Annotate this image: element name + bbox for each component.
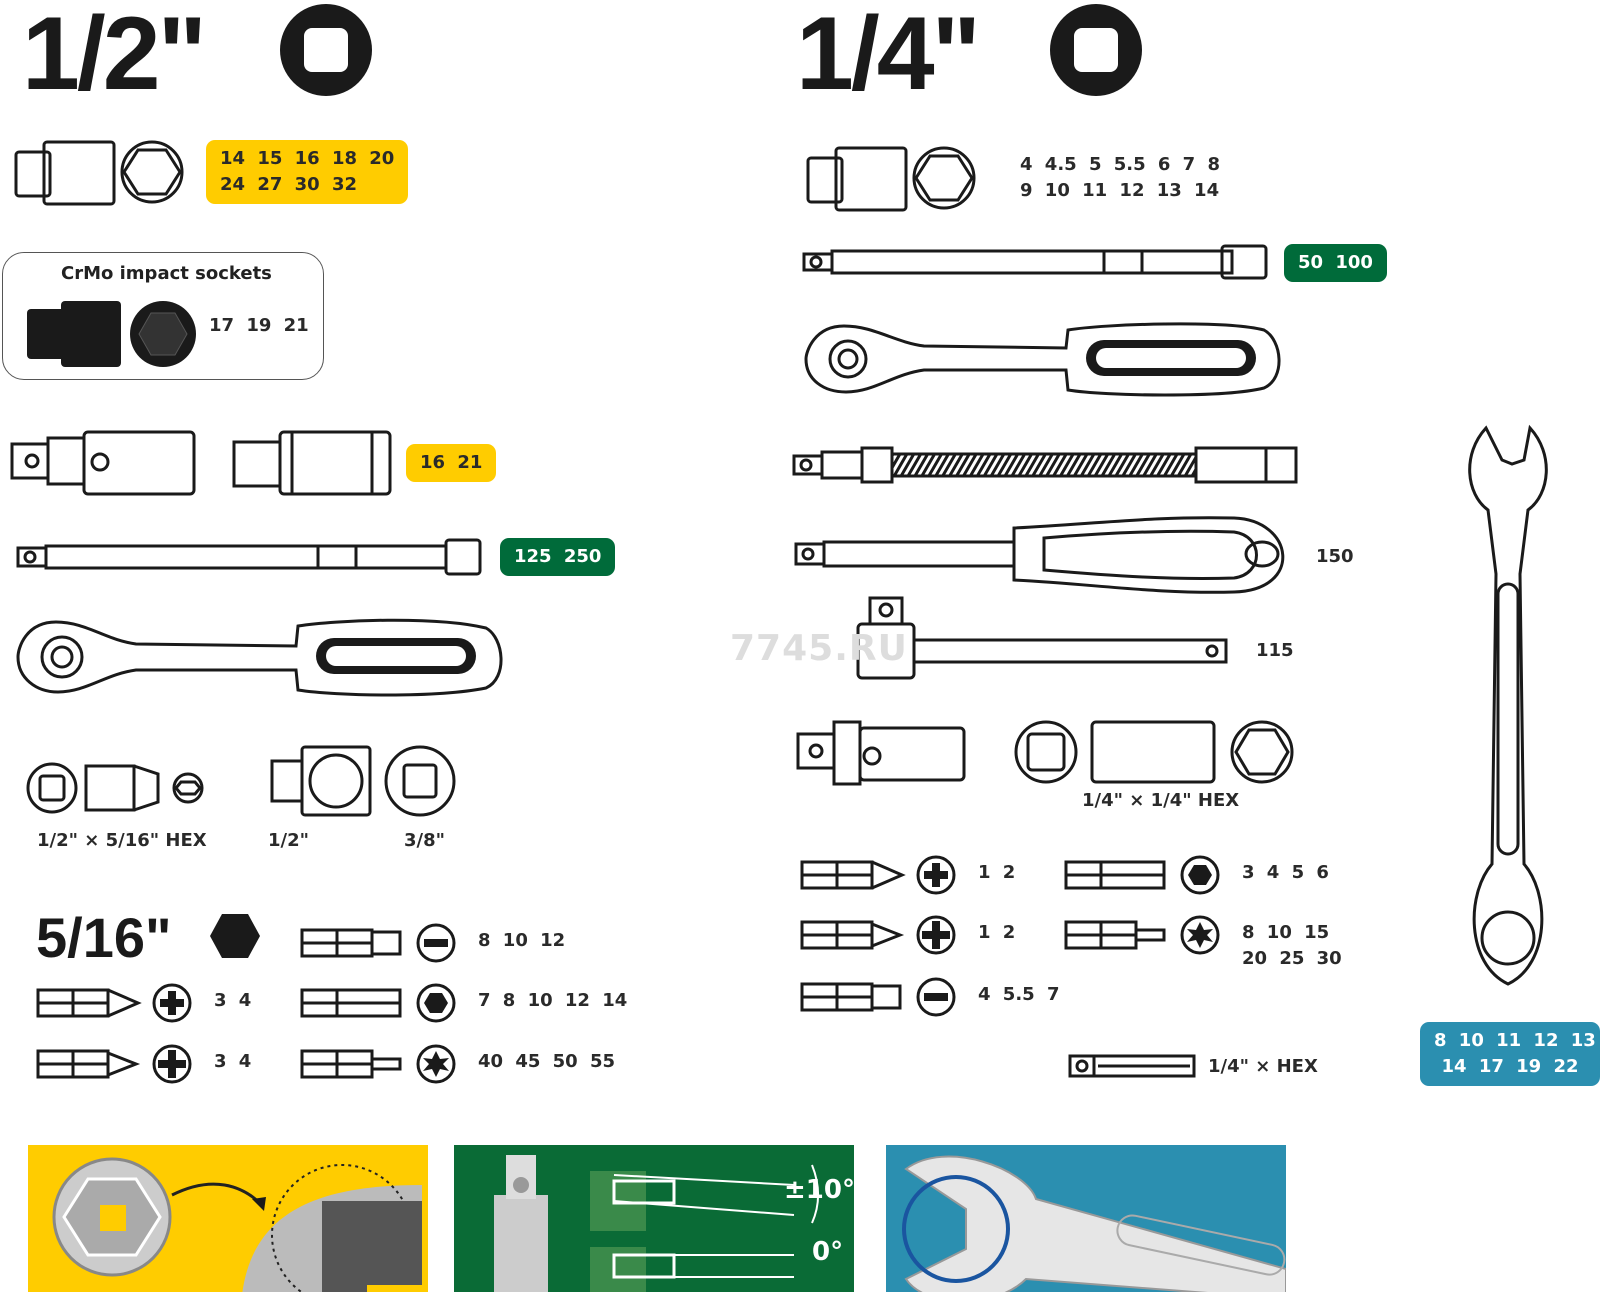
bit-torx-icon — [1064, 915, 1220, 955]
combination-wrench-icon — [1468, 424, 1548, 986]
square-drive-icon — [280, 4, 372, 96]
reducer-label-b: 3/8" — [404, 830, 446, 851]
swivel-angle-illustration — [494, 1155, 819, 1292]
quarter-inch-title: 1/4" — [796, 0, 981, 112]
universal-joint-adapter-icon — [796, 720, 1294, 786]
reducer-label-a: 1/2" — [268, 830, 310, 851]
bit-phillips-icon — [36, 983, 192, 1023]
bit-hex-icon — [1064, 855, 1220, 895]
slotted-sizes: 8 10 12 — [478, 930, 566, 951]
hex-bit-sizes: 7 8 10 12 14 — [478, 990, 628, 1011]
t-bar-size: 115 — [1256, 640, 1294, 661]
wrench-sizes: 8 10 11 12 13 14 17 19 22 — [1420, 1022, 1600, 1086]
torx-sizes: 40 45 50 55 — [478, 1051, 615, 1072]
bit-pozidriv-icon — [800, 915, 956, 955]
t-bar-icon — [856, 596, 1228, 680]
pozidriv-sizes: 3 4 — [214, 1051, 252, 1072]
square-drive-icon — [1050, 4, 1142, 96]
quarter-pozidriv-sizes: 1 2 — [978, 922, 1016, 943]
quarter-hex-sizes: 3 4 5 6 — [1242, 862, 1329, 883]
extension-bar-icon — [802, 244, 1268, 280]
quarter-inch-extension-sizes: 50 100 — [1284, 244, 1387, 282]
quarter-inch-socket-sizes: 4 4.5 5 5.5 6 7 8 9 10 11 12 13 14 — [1020, 154, 1220, 201]
bit-phillips-icon — [800, 855, 956, 895]
swivel-angle-zero: 0° — [812, 1237, 844, 1267]
feature-panel-wrench-jaw — [886, 1145, 1286, 1292]
hex-adapter-icon — [26, 762, 204, 814]
quarter-torx-sizes: 8 10 15 20 25 30 — [1242, 922, 1342, 969]
flexible-extension-icon — [792, 446, 1298, 484]
hex-adapter-label: 1/2" × 5/16" HEX — [37, 830, 207, 851]
impact-socket-icon — [27, 301, 196, 367]
impact-sockets-box: CrMo impact sockets 17 19 21 — [2, 252, 324, 380]
hex-drive-icon — [210, 914, 260, 958]
bit-holder-icon — [1068, 1054, 1196, 1078]
bit-slotted-icon — [300, 923, 456, 963]
watermark: 7745.RU — [730, 628, 908, 669]
screwdriver-handle-icon — [794, 516, 1285, 594]
bit-pozidriv-icon — [36, 1044, 192, 1084]
five-sixteenth-title: 5/16" — [36, 906, 172, 969]
half-inch-socket-sizes: 14 15 16 18 20 24 27 30 32 — [206, 140, 409, 204]
socket-icon — [14, 140, 184, 206]
bit-hex-icon — [300, 983, 456, 1023]
socket-icon — [806, 146, 976, 212]
bit-torx-icon — [300, 1044, 456, 1084]
deep-socket-icon — [232, 430, 392, 496]
universal-joint-icon — [10, 430, 196, 496]
ratchet-icon — [16, 618, 503, 697]
quarter-slotted-sizes: 4 5.5 7 — [978, 984, 1060, 1005]
reducer-adapter-icon — [270, 745, 456, 817]
bit-slotted-icon — [800, 977, 956, 1017]
screwdriver-handle-size: 150 — [1316, 546, 1354, 567]
quarter-adapter-label: 1/4" × 1/4" HEX — [1082, 790, 1240, 811]
phillips-sizes: 3 4 — [214, 990, 252, 1011]
impact-title: CrMo impact sockets — [61, 263, 272, 284]
feature-panel-swivel-angle: ±10° 0° — [454, 1145, 854, 1292]
half-inch-extension-sizes: 125 250 — [500, 538, 616, 576]
feature-panel-socket-profile — [28, 1145, 428, 1292]
bit-holder-label: 1/4" × HEX — [1208, 1056, 1318, 1077]
deep-socket-sizes: 16 21 — [406, 444, 497, 482]
swivel-angle-max: ±10° — [784, 1175, 854, 1205]
extension-bar-icon — [16, 538, 482, 576]
ratchet-icon — [804, 322, 1281, 397]
wrench-jaw-illustration — [902, 1155, 1286, 1292]
half-inch-title: 1/2" — [22, 0, 207, 112]
impact-sizes: 17 19 21 — [209, 315, 309, 336]
quarter-phillips-sizes: 1 2 — [978, 862, 1016, 883]
socket-profile-illustration — [52, 1157, 428, 1292]
